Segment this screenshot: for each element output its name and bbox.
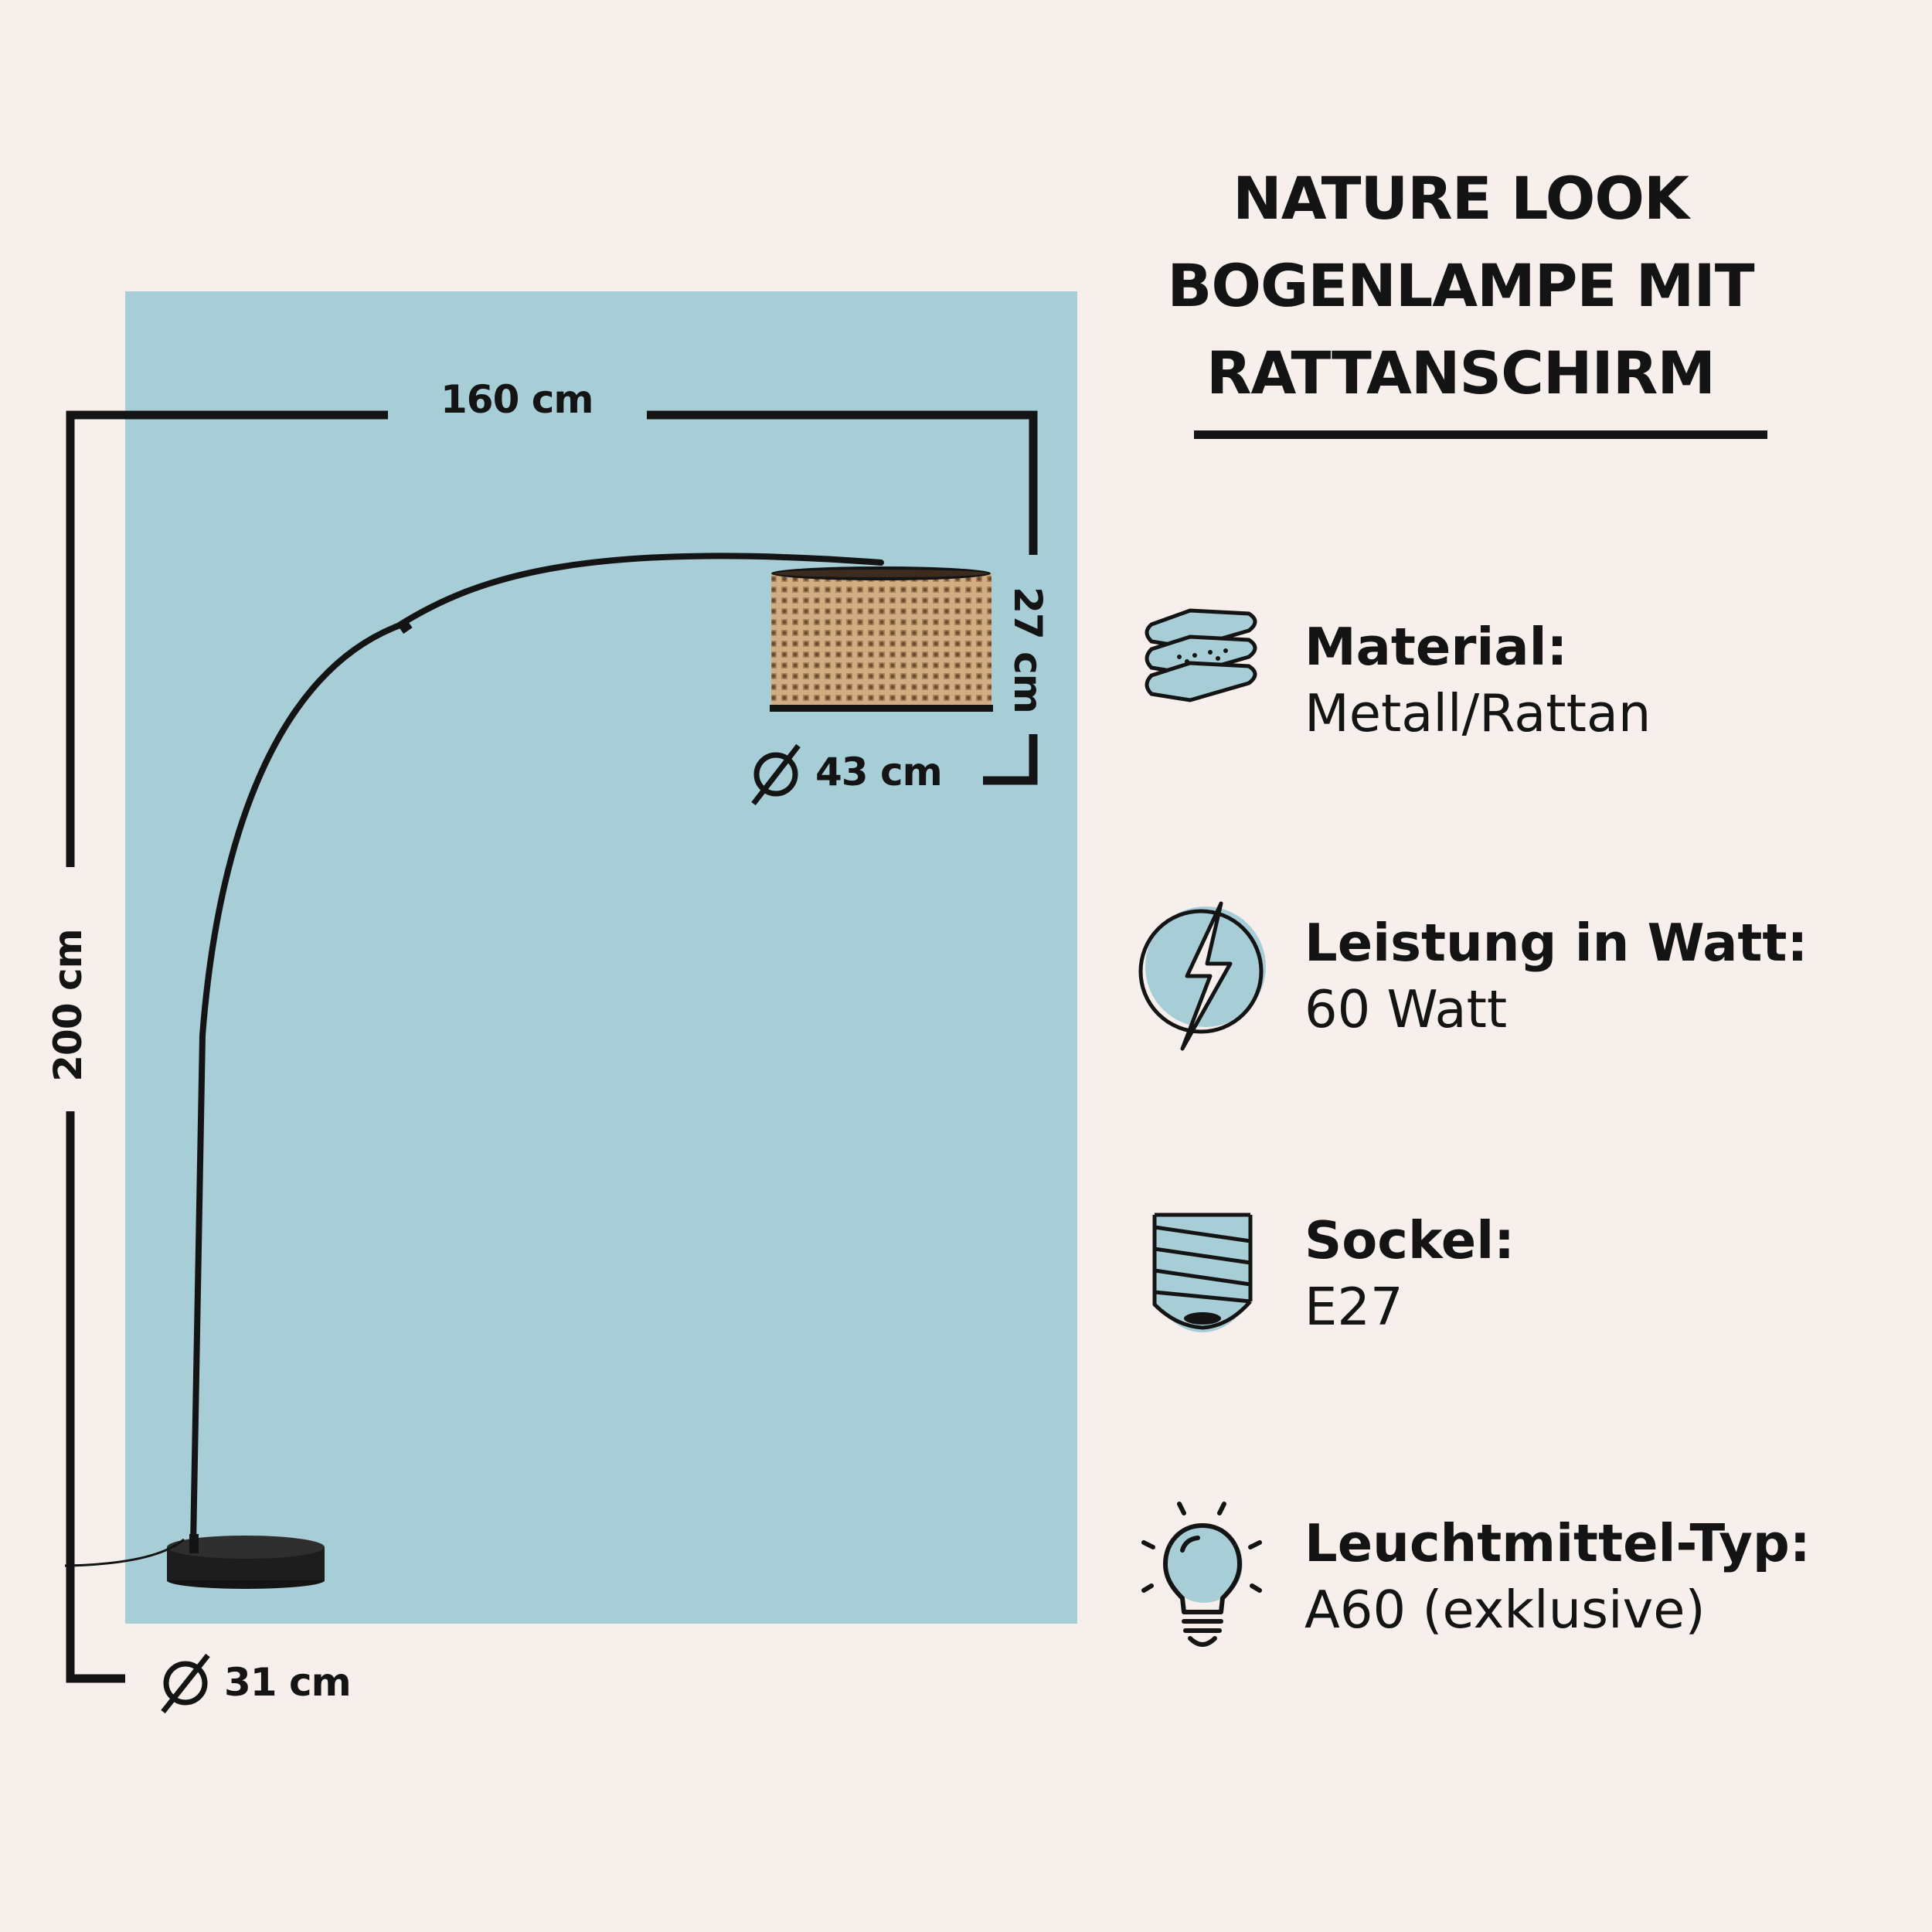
lamp-cable (64, 1538, 185, 1567)
shade-diameter-label: 43 cm (815, 750, 943, 794)
base-diameter-label: 31 cm (224, 1660, 352, 1705)
lamp-arm (190, 553, 884, 1547)
dimension-lines (66, 410, 1038, 1683)
feature-value: E27 (1304, 1277, 1403, 1337)
bulb-icon (1141, 1502, 1262, 1647)
lamp-figure (64, 291, 1077, 1714)
height-dimension-label: 200 cm (46, 929, 90, 1082)
feature-socket: Sockel: E27 (1136, 1196, 1909, 1374)
feature-label: Leuchtmittel-Typ: (1304, 1513, 1811, 1573)
rattan-shade (770, 566, 993, 712)
shade-height-label: 27 cm (1005, 587, 1050, 713)
feature-power: Leistung in Watt: 60 Watt (1136, 899, 1909, 1077)
feature-label: Sockel: (1304, 1210, 1515, 1270)
product-title: NATURE LOOK BOGENLAMPE MIT RATTANSCHIRM (1144, 155, 1777, 417)
feature-value: A60 (exklusive) (1304, 1580, 1706, 1640)
layers-icon (1145, 608, 1257, 702)
lightning-icon (1138, 901, 1266, 1051)
feature-value: 60 Watt (1304, 979, 1508, 1039)
title-underline (1194, 430, 1767, 439)
feature-label: Material: (1304, 617, 1568, 677)
title-line: BOGENLAMPE MIT (1167, 251, 1754, 320)
feature-value: Metall/Rattan (1304, 683, 1651, 743)
feature-bulb-type: Leuchtmittel-Typ: A60 (exklusive) (1136, 1499, 1909, 1677)
title-line: RATTANSCHIRM (1206, 338, 1716, 407)
feature-material: Material: Metall/Rattan (1136, 603, 1909, 781)
width-dimension-label: 160 cm (440, 377, 594, 422)
backdrop-panel (125, 291, 1077, 1624)
socket-icon (1152, 1213, 1253, 1332)
title-line: NATURE LOOK (1233, 164, 1689, 233)
diameter-icon (751, 743, 801, 806)
feature-label: Leistung in Watt: (1304, 913, 1808, 973)
diameter-icon (161, 1653, 210, 1714)
lamp-base (167, 1536, 325, 1589)
